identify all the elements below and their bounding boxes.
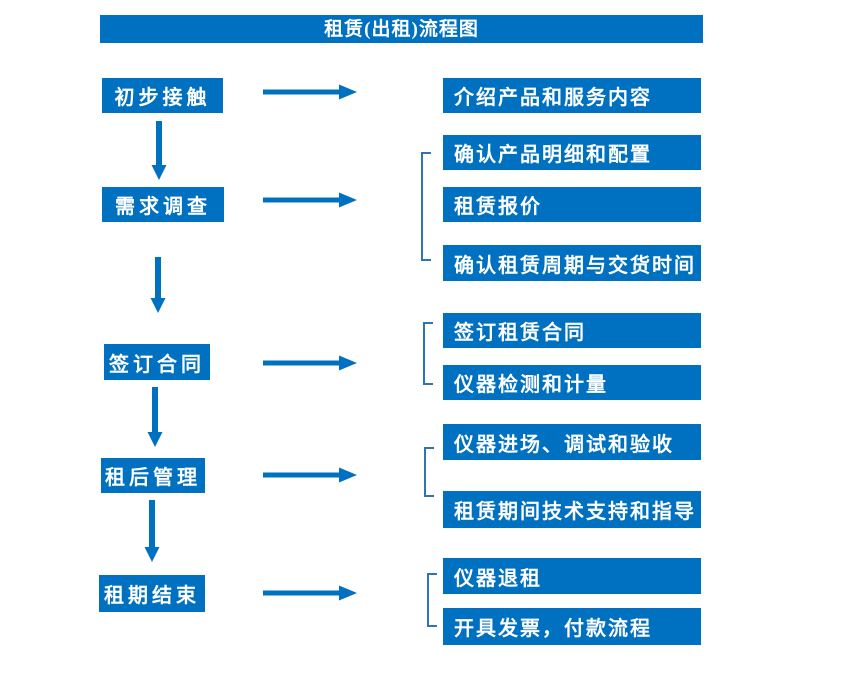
arrow-down-icon xyxy=(150,257,166,313)
detail-box: 租赁期间技术支持和指导 xyxy=(443,491,701,528)
detail-box: 仪器进场、调试和验收 xyxy=(443,424,701,460)
group-bracket xyxy=(421,152,431,261)
group-bracket xyxy=(427,573,437,627)
arrow-down-icon xyxy=(147,387,163,447)
detail-box: 仪器检测和计量 xyxy=(443,365,701,400)
detail-box: 仪器退租 xyxy=(443,558,701,594)
detail-box: 确认产品明细和配置 xyxy=(443,135,701,170)
step-box-initial-contact: 初步接触 xyxy=(102,78,223,113)
arrow-right-icon xyxy=(263,467,357,483)
group-bracket xyxy=(424,447,434,497)
detail-box: 开具发票，付款流程 xyxy=(443,608,701,645)
detail-box: 介绍产品和服务内容 xyxy=(443,78,701,113)
arrow-right-icon xyxy=(263,355,357,371)
arrow-right-icon xyxy=(263,192,357,208)
step-box-post-rental-management: 租后管理 xyxy=(101,458,205,493)
arrow-right-icon xyxy=(263,585,357,601)
detail-box: 租赁报价 xyxy=(443,187,701,222)
group-bracket xyxy=(423,322,433,385)
arrow-down-icon xyxy=(151,121,167,180)
detail-box: 确认租赁周期与交货时间 xyxy=(443,245,701,281)
arrow-right-icon xyxy=(263,84,357,100)
step-box-sign-contract: 签订合同 xyxy=(104,344,210,380)
step-box-demand-survey: 需求调查 xyxy=(102,187,224,222)
step-box-rental-end: 租期结束 xyxy=(99,575,205,612)
arrow-down-icon xyxy=(144,500,160,562)
detail-box: 签订租赁合同 xyxy=(443,313,701,348)
flowchart-title: 租赁(出租)流程图 xyxy=(100,15,703,43)
